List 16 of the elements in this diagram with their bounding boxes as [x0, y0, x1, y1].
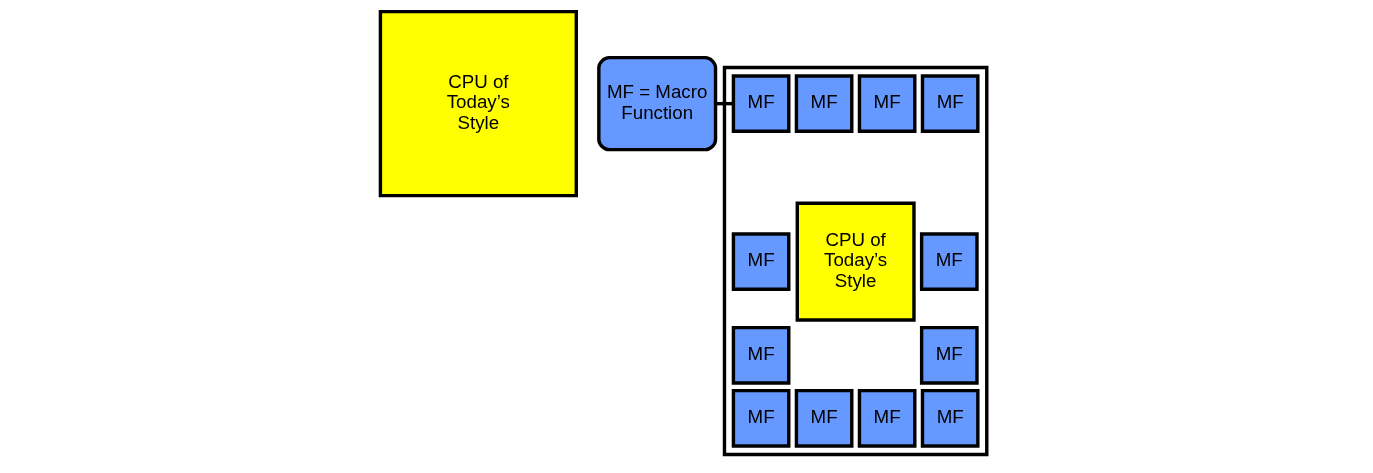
node-box: MF — [919, 232, 979, 291]
node-box: MF — [731, 388, 790, 448]
node-box: MF — [857, 74, 917, 134]
node-box: MF — [920, 388, 980, 448]
node-box: MF — [794, 74, 853, 134]
node-box: MF — [731, 74, 790, 134]
node-box: MF — [857, 388, 917, 448]
cluster — [722, 65, 988, 457]
node-box: MF = Macro Function — [596, 55, 717, 152]
node-box: MF — [919, 325, 979, 385]
node-box: MF — [794, 388, 853, 448]
node-box: CPU of Today’s Style — [795, 201, 916, 322]
node-box: MF — [920, 74, 980, 134]
node-box: CPU of Today’s Style — [378, 9, 578, 198]
node-box: MF — [731, 232, 790, 291]
node-box: MF — [731, 325, 790, 385]
